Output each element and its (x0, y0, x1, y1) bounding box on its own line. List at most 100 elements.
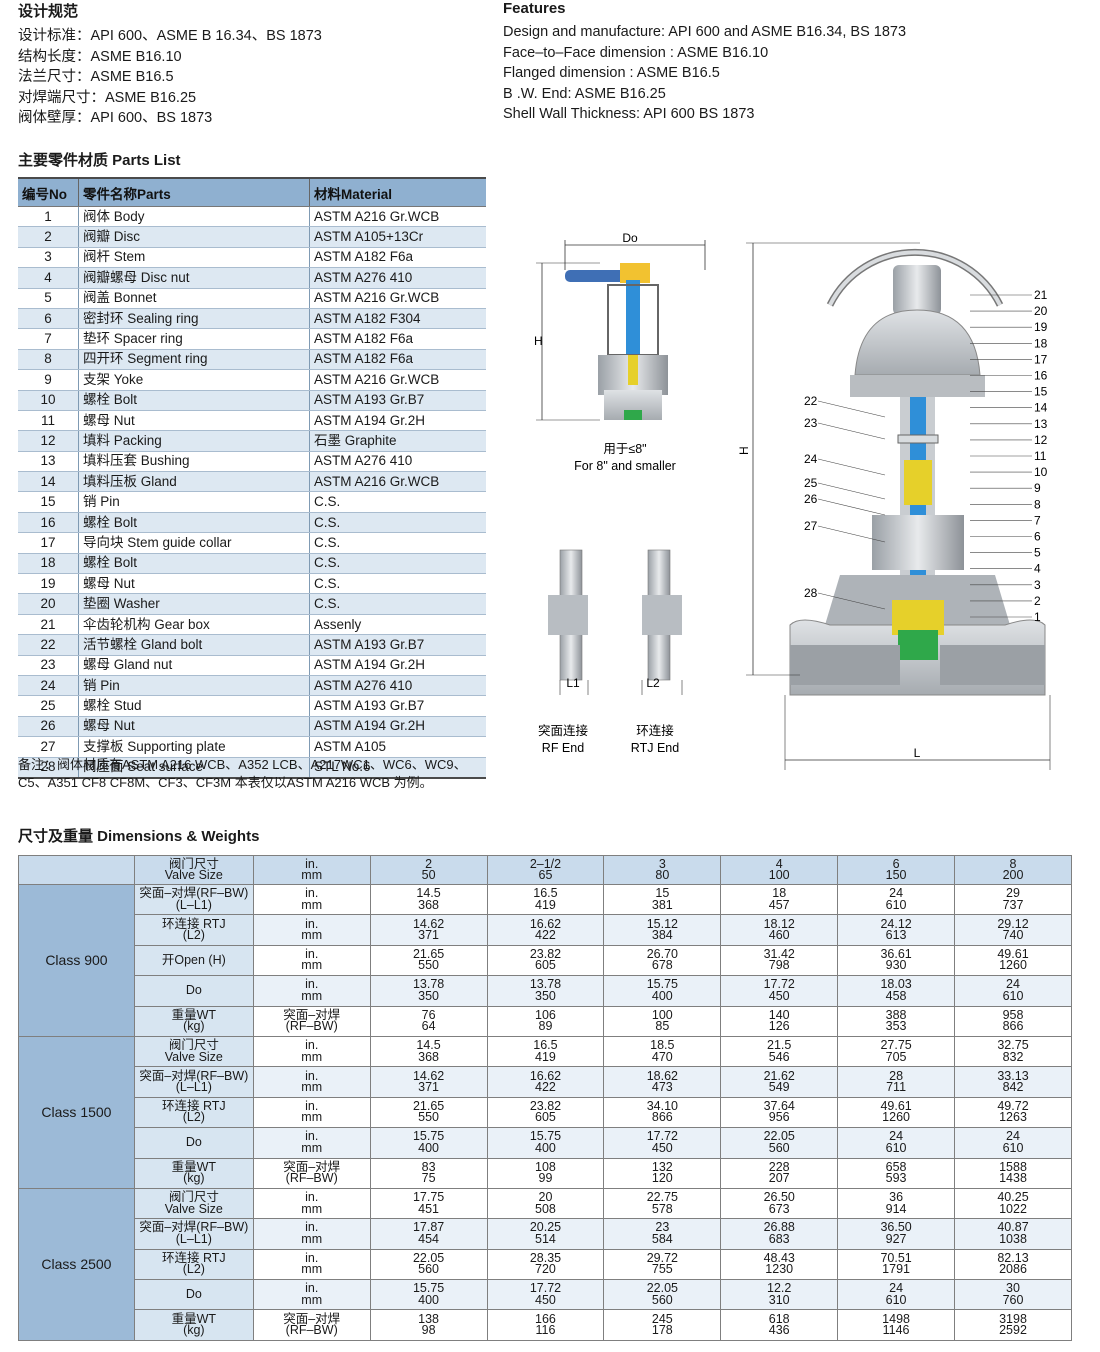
value-mm: 549 (768, 1080, 790, 1095)
callout-number: 13 (1034, 417, 1048, 431)
callout-leader (817, 422, 886, 440)
value-mm: 678 (651, 958, 673, 973)
value-in: 658 (885, 1159, 907, 1174)
value-in: 17.72 (529, 1281, 562, 1296)
value-mm: 927 (885, 1231, 907, 1246)
rtj-caption-cn: 环连接 (636, 723, 674, 738)
row-label-sub: (L2) (182, 1110, 205, 1125)
value-in: 14.5 (416, 1038, 441, 1053)
size-in: 3 (658, 856, 666, 871)
value-in: 40.87 (997, 1220, 1029, 1235)
value-mm: 1230 (765, 1262, 794, 1277)
callout-leader (817, 482, 886, 500)
parts-header-material: 材料Material (309, 177, 486, 207)
feature-line: Shell Wall Thickness: API 600 BS 1873 (503, 106, 755, 122)
part-name: 活节螺栓 Gland bolt (78, 634, 310, 656)
unit-top: in. (305, 886, 319, 901)
value-mm: 673 (768, 1201, 790, 1216)
rf-caption-en: RF End (542, 741, 584, 755)
value-in: 132 (651, 1159, 673, 1174)
value-in: 3198 (999, 1311, 1027, 1326)
value-mm: 584 (651, 1231, 673, 1246)
value-in: 18.12 (763, 916, 795, 931)
class-label: Class 1500 (18, 1035, 135, 1189)
value-in: 17.72 (646, 1129, 678, 1144)
value-mm: 454 (418, 1231, 439, 1246)
value-in: 26.50 (763, 1190, 795, 1205)
part-no: 3 (18, 247, 79, 269)
part-no: 28 (18, 757, 79, 779)
unit-cell: in.mm (252, 1248, 371, 1281)
row-label-sub: (L2) (182, 928, 205, 943)
value-in: 18.62 (646, 1068, 678, 1083)
value-mm: 798 (768, 958, 790, 973)
size-mm: 50 (421, 868, 436, 882)
value-mm: 419 (535, 1049, 556, 1064)
row-label-main: 突面–对焊(RF–BW) (139, 886, 249, 901)
value-in: 28.35 (529, 1250, 562, 1265)
value-in: 36.50 (880, 1220, 912, 1235)
value-mm: 1022 (999, 1201, 1027, 1216)
callout-number: 7 (1034, 513, 1041, 527)
row-label-main: 环连接 RTJ (161, 916, 226, 931)
value-in: 26.88 (763, 1220, 795, 1235)
value-in: 14.5 (416, 886, 441, 901)
rf-caption-cn: 突面连接 (538, 723, 589, 738)
value-mm: 705 (885, 1049, 907, 1064)
value-in: 13.78 (412, 977, 445, 992)
size-mm: 65 (538, 868, 553, 882)
callout-number: 17 (1034, 352, 1048, 366)
callout-number: 28 (804, 586, 818, 600)
size-in: 2–1/2 (529, 856, 562, 871)
value-mm: 460 (768, 928, 790, 943)
row-label: 环连接 RTJ(L2) (133, 1096, 254, 1129)
value-mm: 610 (885, 1140, 907, 1155)
callout-number: 14 (1034, 401, 1048, 415)
value-in: 23 (655, 1220, 670, 1235)
value-in: 23.82 (529, 1098, 562, 1113)
row-label-main: 突面–对焊(RF–BW) (139, 1068, 249, 1083)
value-in: 22.75 (646, 1190, 678, 1205)
value-in: 16.62 (529, 1068, 562, 1083)
unit-top: in. (305, 1220, 319, 1235)
unit-top: in. (305, 1098, 319, 1113)
value-mm: 1263 (999, 1110, 1027, 1125)
callout-leader (817, 525, 886, 543)
value-in: 82.13 (997, 1250, 1029, 1265)
part-material: ASTM A193 Gr.B7 (309, 390, 486, 411)
unit-bottom: mm (301, 1080, 323, 1095)
size-mm: 100 (768, 868, 790, 882)
row-label-sub: (L–L1) (175, 1231, 212, 1246)
value-mm: 89 (538, 1019, 553, 1034)
value-in: 32.75 (997, 1038, 1029, 1053)
value-in: 20 (538, 1190, 553, 1205)
value-in: 618 (768, 1311, 790, 1326)
value-in: 24 (889, 886, 904, 901)
